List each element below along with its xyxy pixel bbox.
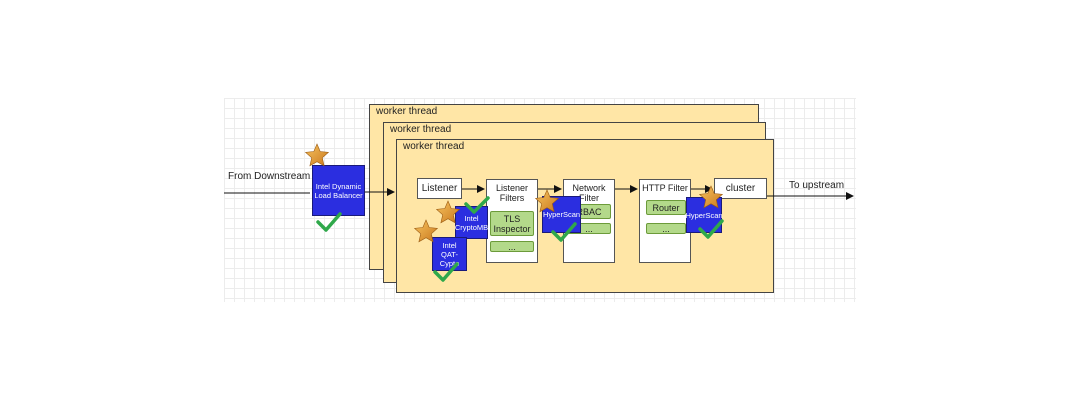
intel-cryptomb-box: Intel CryptoMB — [455, 206, 488, 239]
from-downstream-label: From Downstream — [228, 171, 311, 182]
http-filter-more-item: ... — [646, 223, 686, 234]
star-icon — [304, 143, 330, 167]
http-filter-box: HTTP Filter — [639, 179, 691, 263]
listener-filter-more-item: ... — [490, 241, 534, 252]
star-icon — [698, 185, 724, 209]
check-icon — [551, 222, 577, 242]
worker-thread-label: worker thread — [376, 106, 438, 117]
worker-thread-label: worker thread — [403, 141, 465, 152]
star-icon — [413, 219, 439, 243]
check-icon — [698, 219, 724, 239]
support-checks — [316, 196, 724, 282]
to-upstream-label: To upstream — [789, 180, 845, 191]
tls-inspector-item: TLS Inspector — [490, 211, 534, 236]
worker-thread-label: worker thread — [390, 124, 452, 135]
check-icon — [433, 262, 459, 282]
cluster-box: cluster — [714, 178, 767, 199]
listener-box: Listener — [417, 178, 462, 199]
router-item: Router — [646, 200, 686, 215]
check-icon — [464, 196, 490, 214]
star-icon — [534, 189, 560, 213]
network-filter-box: Network Filter — [563, 179, 615, 263]
intel-qat-box: Intel QAT-Cypto — [432, 237, 467, 271]
feature-stars — [304, 143, 724, 243]
check-icon — [316, 212, 342, 232]
star-icon — [435, 200, 461, 224]
flow-arrows — [224, 185, 854, 200]
